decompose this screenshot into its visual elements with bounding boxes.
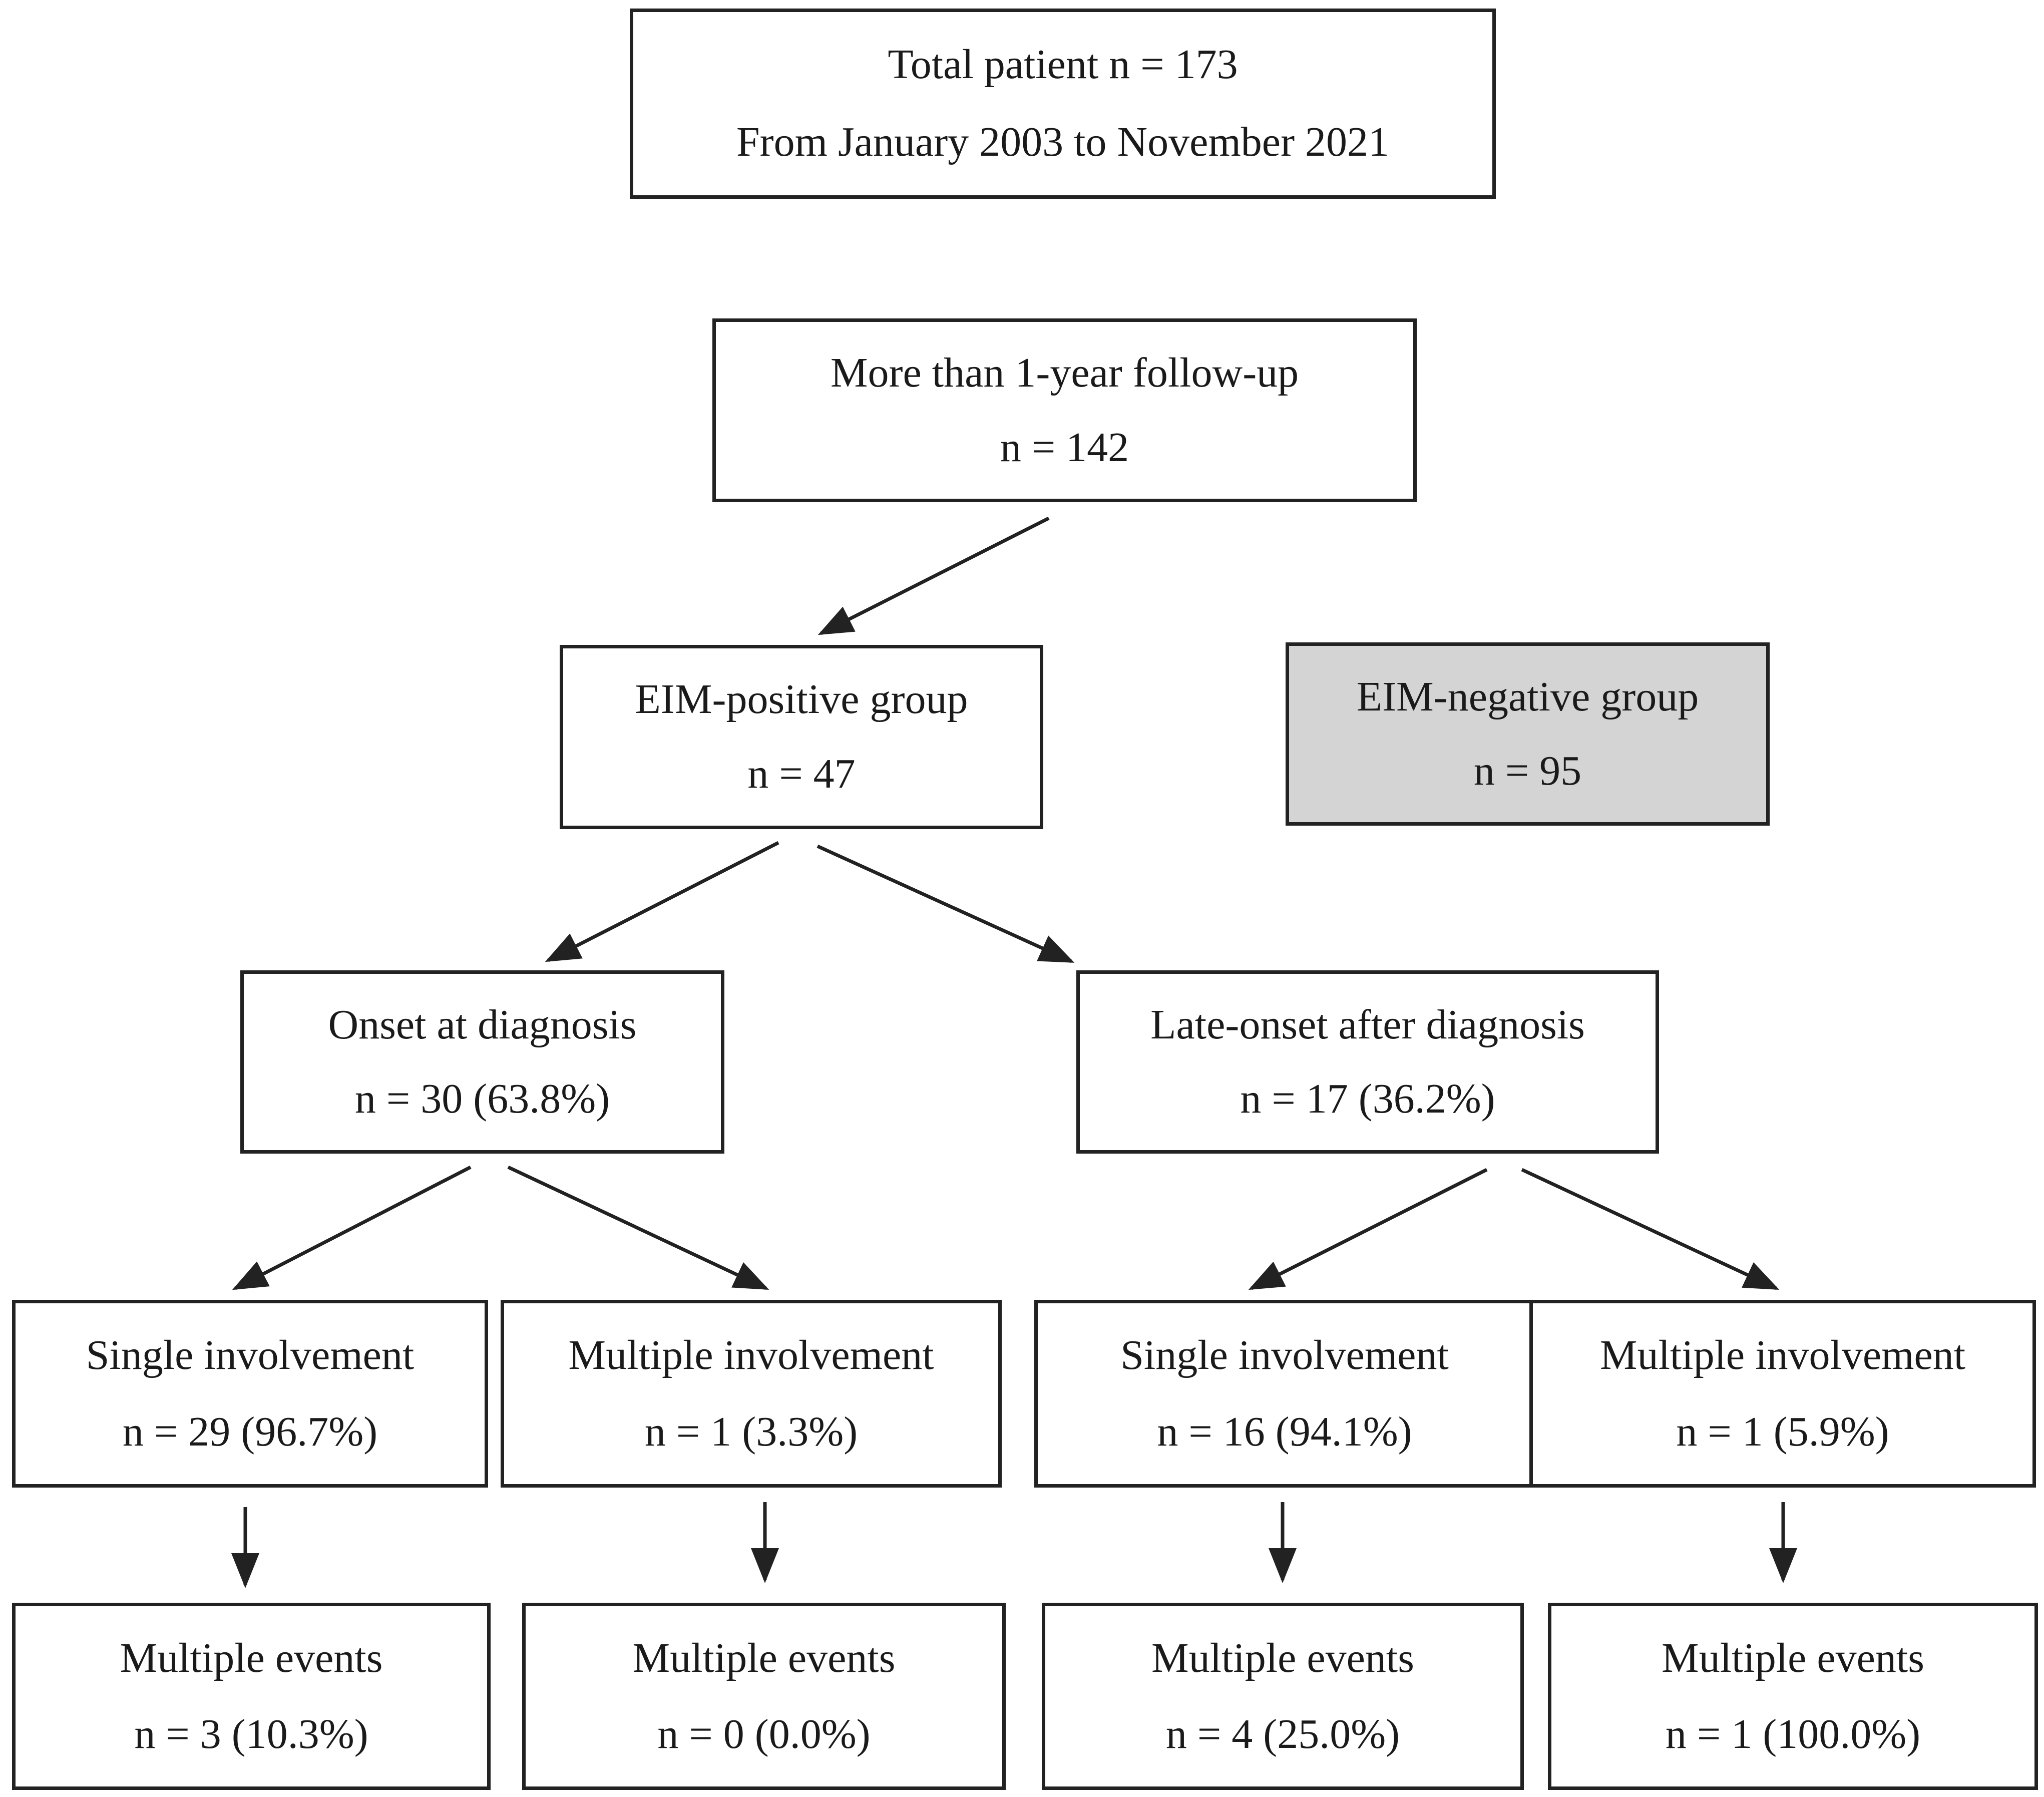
late-multiple-events-count: n = 1 (100.0%) [1665,1710,1921,1757]
onset-multiple-events-count: n = 0 (0.0%) [657,1710,871,1757]
arrow-eim-positive-to-onset [545,841,779,962]
onset-at-diagnosis-box: Onset at diagnosis n = 30 (63.8%) [240,970,724,1154]
onset-single-involvement-count: n = 29 (96.7%) [122,1408,378,1455]
followup-box: More than 1-year follow-up n = 142 [712,318,1417,502]
followup-label: More than 1-year follow-up [830,349,1299,397]
onset-multiple-events-box: Multiple events n = 0 (0.0%) [522,1603,1006,1790]
late-single-events-box: Multiple events n = 4 (25.0%) [1042,1603,1524,1790]
late-single-events-label: Multiple events [1151,1634,1414,1681]
eim-positive-label: EIM-positive group [635,676,968,723]
late-onset-box: Late-onset after diagnosis n = 17 (36.2%… [1076,970,1659,1154]
arrow-followup-to-eim-positive [817,516,1050,635]
onset-at-diagnosis-count: n = 30 (63.8%) [354,1075,610,1122]
arrow-onset-to-multiple [507,1165,769,1290]
eim-positive-count: n = 47 [747,751,856,798]
onset-single-events-box: Multiple events n = 3 (10.3%) [12,1603,491,1790]
onset-single-events-label: Multiple events [120,1634,383,1681]
arrow-late-to-multiple [1521,1168,1780,1290]
late-multiple-involvement-label: Multiple involvement [1599,1332,1966,1379]
late-multiple-involvement-box: Multiple involvement n = 1 (5.9%) [1529,1300,2036,1488]
eim-negative-count: n = 95 [1473,747,1582,794]
late-single-involvement-box: Single involvement n = 16 (94.1%) [1034,1300,1535,1488]
arrow-onset-to-single [232,1165,472,1290]
onset-single-involvement-box: Single involvement n = 29 (96.7%) [12,1300,488,1488]
late-single-involvement-label: Single involvement [1120,1332,1449,1379]
late-multiple-involvement-count: n = 1 (5.9%) [1676,1408,1889,1455]
total-patients-box: Total patient n = 173 From January 2003 … [630,9,1496,199]
onset-multiple-events-label: Multiple events [632,1634,896,1681]
onset-at-diagnosis-label: Onset at diagnosis [328,1001,637,1048]
arrow-late-to-single [1248,1168,1488,1290]
arrow-eim-positive-to-late [816,844,1075,963]
onset-multiple-involvement-box: Multiple involvement n = 1 (3.3%) [501,1300,1002,1488]
onset-single-events-count: n = 3 (10.3%) [134,1710,368,1757]
late-multiple-events-label: Multiple events [1662,1634,1924,1681]
study-period: From January 2003 to November 2021 [736,119,1390,166]
onset-single-involvement-label: Single involvement [86,1332,415,1379]
onset-multiple-involvement-count: n = 1 (3.3%) [644,1408,858,1455]
late-onset-count: n = 17 (36.2%) [1240,1075,1495,1122]
total-patients-count: Total patient n = 173 [888,41,1238,88]
late-onset-label: Late-onset after diagnosis [1150,1001,1585,1048]
onset-multiple-involvement-label: Multiple involvement [568,1332,934,1379]
followup-count: n = 142 [1000,424,1129,471]
eim-negative-label: EIM-negative group [1356,673,1699,720]
eim-positive-box: EIM-positive group n = 47 [560,645,1043,829]
eim-negative-box: EIM-negative group n = 95 [1286,642,1770,826]
late-multiple-events-box: Multiple events n = 1 (100.0%) [1548,1603,2038,1790]
late-single-involvement-count: n = 16 (94.1%) [1157,1408,1412,1455]
late-single-events-count: n = 4 (25.0%) [1165,1710,1400,1757]
